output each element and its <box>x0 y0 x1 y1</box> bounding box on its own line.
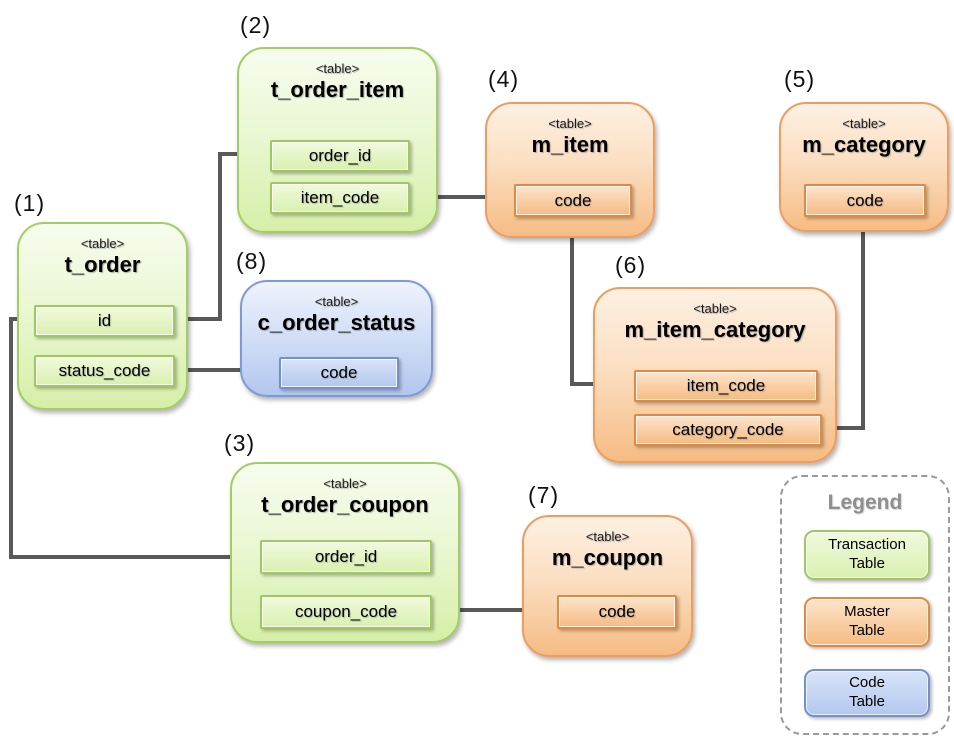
table-name: m_item_category <box>624 317 806 342</box>
table-name: t_order <box>64 252 141 277</box>
table-tag: <table> <box>315 61 360 76</box>
table-name: t_order_coupon <box>261 492 429 517</box>
legend-item-label: Code <box>849 674 885 692</box>
field-code: code <box>557 595 677 629</box>
table-t-order-coupon: <table> t_order_coupon order_id coupon_c… <box>230 462 460 643</box>
table-t-order: <table> t_order id status_code <box>17 222 188 410</box>
table-number-t-order-coupon: (3) <box>224 430 256 456</box>
table-tag: <table> <box>314 294 359 309</box>
table-tag: <table> <box>80 236 125 251</box>
table-tag: <table> <box>323 476 367 491</box>
table-number-m-item: (4) <box>488 66 520 92</box>
field-coupon-code: coupon_code <box>260 595 432 629</box>
table-number-m-category: (5) <box>784 66 816 92</box>
table-m-category: <table> m_category code <box>779 102 949 232</box>
table-t-order-item: <table> t_order_item order_id item_code <box>237 47 438 233</box>
table-tag: <table> <box>693 301 737 316</box>
field-code: code <box>279 357 399 389</box>
field-code: code <box>804 184 926 217</box>
table-name: m_item <box>531 132 609 157</box>
legend-item-label: Master <box>844 603 890 621</box>
legend-item-label: Table <box>849 622 885 639</box>
legend: Legend Transaction Table Master Table Co… <box>780 475 950 735</box>
table-number-t-order-item: (2) <box>240 12 272 38</box>
field-status-code: status_code <box>34 355 175 387</box>
table-tag: <table> <box>842 116 886 131</box>
field-item-code: item_code <box>634 370 818 402</box>
table-name: m_category <box>802 132 926 157</box>
table-number-m-coupon: (7) <box>528 482 560 508</box>
field-order-id: order_id <box>270 140 410 172</box>
field-item-code: item_code <box>270 182 410 214</box>
table-tag: <table> <box>585 529 630 544</box>
field-category-code: category_code <box>634 414 822 446</box>
table-m-item-category: <table> m_item_category item_code catego… <box>593 287 837 463</box>
table-number-c-order-status: (8) <box>236 248 268 274</box>
table-m-coupon: <table> m_coupon code <box>522 515 693 657</box>
legend-item-code-table: Code Table <box>804 669 930 717</box>
table-name: m_coupon <box>551 545 664 570</box>
legend-item-master-table: Master Table <box>804 597 930 647</box>
table-number-m-item-category: (6) <box>615 252 647 278</box>
field-id: id <box>34 305 175 337</box>
legend-item-label: Table <box>849 693 885 710</box>
legend-item-label: Table <box>849 555 885 572</box>
table-tag: <table> <box>548 116 592 131</box>
table-c-order-status: <table> c_order_status code <box>240 280 433 397</box>
table-m-item: <table> m_item code <box>485 102 655 238</box>
table-number-t-order: (1) <box>14 190 46 216</box>
legend-item-label: Transaction <box>828 536 906 554</box>
table-name: t_order_item <box>270 77 405 102</box>
table-name: c_order_status <box>257 310 416 335</box>
legend-item-transaction-table: Transaction Table <box>804 530 930 580</box>
field-code: code <box>514 184 632 217</box>
legend-title: Legend <box>827 491 903 514</box>
field-order-id: order_id <box>260 540 432 574</box>
